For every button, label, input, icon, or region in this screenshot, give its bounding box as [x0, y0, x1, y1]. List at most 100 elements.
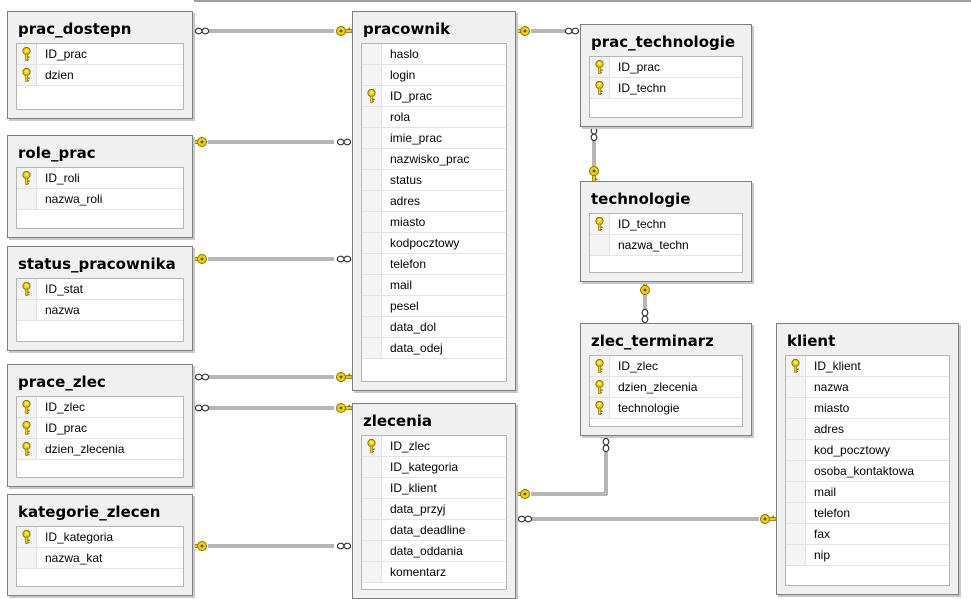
table-row[interactable]: ID_zlec	[17, 397, 183, 418]
table-row[interactable]: ID_zlec	[590, 356, 742, 377]
table-row[interactable]: ID_klient	[362, 478, 506, 499]
table-row[interactable]: adres	[362, 191, 506, 212]
table-row[interactable]: dzien_zlecenia	[590, 377, 742, 398]
table-row[interactable]: ID_techn	[590, 214, 742, 235]
column-name: dzien_zlecenia	[45, 442, 125, 456]
table-row[interactable]: technologie	[590, 398, 742, 419]
column-name: pesel	[390, 299, 419, 313]
table-row[interactable]: nazwa_roli	[17, 189, 183, 210]
row-selector	[362, 65, 382, 85]
table-row[interactable]: data_przyj	[362, 499, 506, 520]
table-row[interactable]: kod_pocztowy	[786, 440, 949, 461]
table-row[interactable]: ID_prac	[362, 86, 506, 107]
row-selector	[786, 545, 806, 565]
column-name: rola	[390, 110, 411, 124]
column-name: mail	[814, 485, 837, 499]
table-row[interactable]: nazwa	[786, 377, 949, 398]
table-row[interactable]: rola	[362, 107, 506, 128]
row-selector	[362, 212, 382, 232]
table-row[interactable]: osoba_kontaktowa	[786, 461, 949, 482]
many-end-infinity-icon	[602, 437, 610, 453]
table-row[interactable]: miasto	[786, 398, 949, 419]
column-name: komentarz	[390, 565, 447, 579]
table-row[interactable]: adres	[786, 419, 949, 440]
table-row[interactable]: data_deadline	[362, 520, 506, 541]
table-row[interactable]: ID_roli	[17, 168, 183, 189]
column-name: dzien_zlecenia	[618, 380, 698, 394]
table-row[interactable]: ID_prac	[17, 44, 183, 65]
row-selector	[17, 548, 37, 568]
row-selector	[786, 524, 806, 544]
one-end-key-icon	[190, 254, 207, 264]
column-name: mail	[390, 278, 413, 292]
table-row[interactable]: ID_kategoria	[362, 457, 506, 478]
table-row[interactable]: nazwa_techn	[590, 235, 742, 256]
row-selector	[17, 300, 37, 320]
table-row[interactable]: fax	[786, 524, 949, 545]
column-name: ID_stat	[45, 282, 84, 296]
table-row[interactable]: telefon	[362, 254, 506, 275]
row-selector	[362, 107, 382, 127]
column-name: nazwisko_prac	[390, 152, 470, 166]
table-row[interactable]: mail	[786, 482, 949, 503]
column-name: imie_prac	[390, 131, 443, 145]
one-end-key-icon	[513, 26, 530, 36]
table-row[interactable]: nazwa	[17, 300, 183, 321]
relationship-line	[531, 450, 608, 496]
table-row[interactable]: data_oddania	[362, 541, 506, 562]
table-row[interactable]: data_dol	[362, 317, 506, 338]
column-name: adres	[814, 422, 845, 436]
row-selector	[590, 214, 610, 234]
table-row[interactable]: ID_klient	[786, 356, 949, 377]
table-row[interactable]: ID_stat	[17, 279, 183, 300]
column-name: ID_prac	[45, 47, 88, 61]
table-row[interactable]: telefon	[786, 503, 949, 524]
table-row[interactable]: dzien_zlecenia	[17, 439, 183, 460]
table-row[interactable]: mail	[362, 275, 506, 296]
column-grid: ID_zlec dzien_zlecenia technologie	[589, 355, 743, 427]
row-selector	[786, 356, 806, 376]
table-row[interactable]: komentarz	[362, 562, 506, 583]
table-row[interactable]: login	[362, 65, 506, 86]
table-row[interactable]: ID_prac	[590, 57, 742, 78]
table-row[interactable]: miasto	[362, 212, 506, 233]
table-row[interactable]: ID_kategoria	[17, 527, 183, 548]
table-row[interactable]: status	[362, 170, 506, 191]
table-row[interactable]: dzien	[17, 65, 183, 86]
table-row[interactable]: pesel	[362, 296, 506, 317]
row-selector	[362, 436, 382, 456]
column-name: login	[390, 68, 416, 82]
table-row[interactable]: ID_zlec	[362, 436, 506, 457]
table-row[interactable]: haslo	[362, 44, 506, 65]
table-row[interactable]: imie_prac	[362, 128, 506, 149]
row-selector	[362, 170, 382, 190]
table-row[interactable]: nip	[786, 545, 949, 566]
table-row[interactable]: data_odej	[362, 338, 506, 359]
table-row[interactable]: ID_techn	[590, 78, 742, 99]
table-row[interactable]: ID_prac	[17, 418, 183, 439]
table-row[interactable]: kodpocztowy	[362, 233, 506, 254]
table-row[interactable]: nazwisko_prac	[362, 149, 506, 170]
table-row[interactable]: nazwa_kat	[17, 548, 183, 569]
column-name: ID_zlec	[618, 359, 659, 373]
column-name: adres	[390, 194, 421, 208]
column-name: ID_zlec	[45, 400, 86, 414]
many-end-infinity-icon	[336, 255, 352, 263]
table-title: prac_dostepn	[18, 20, 132, 38]
